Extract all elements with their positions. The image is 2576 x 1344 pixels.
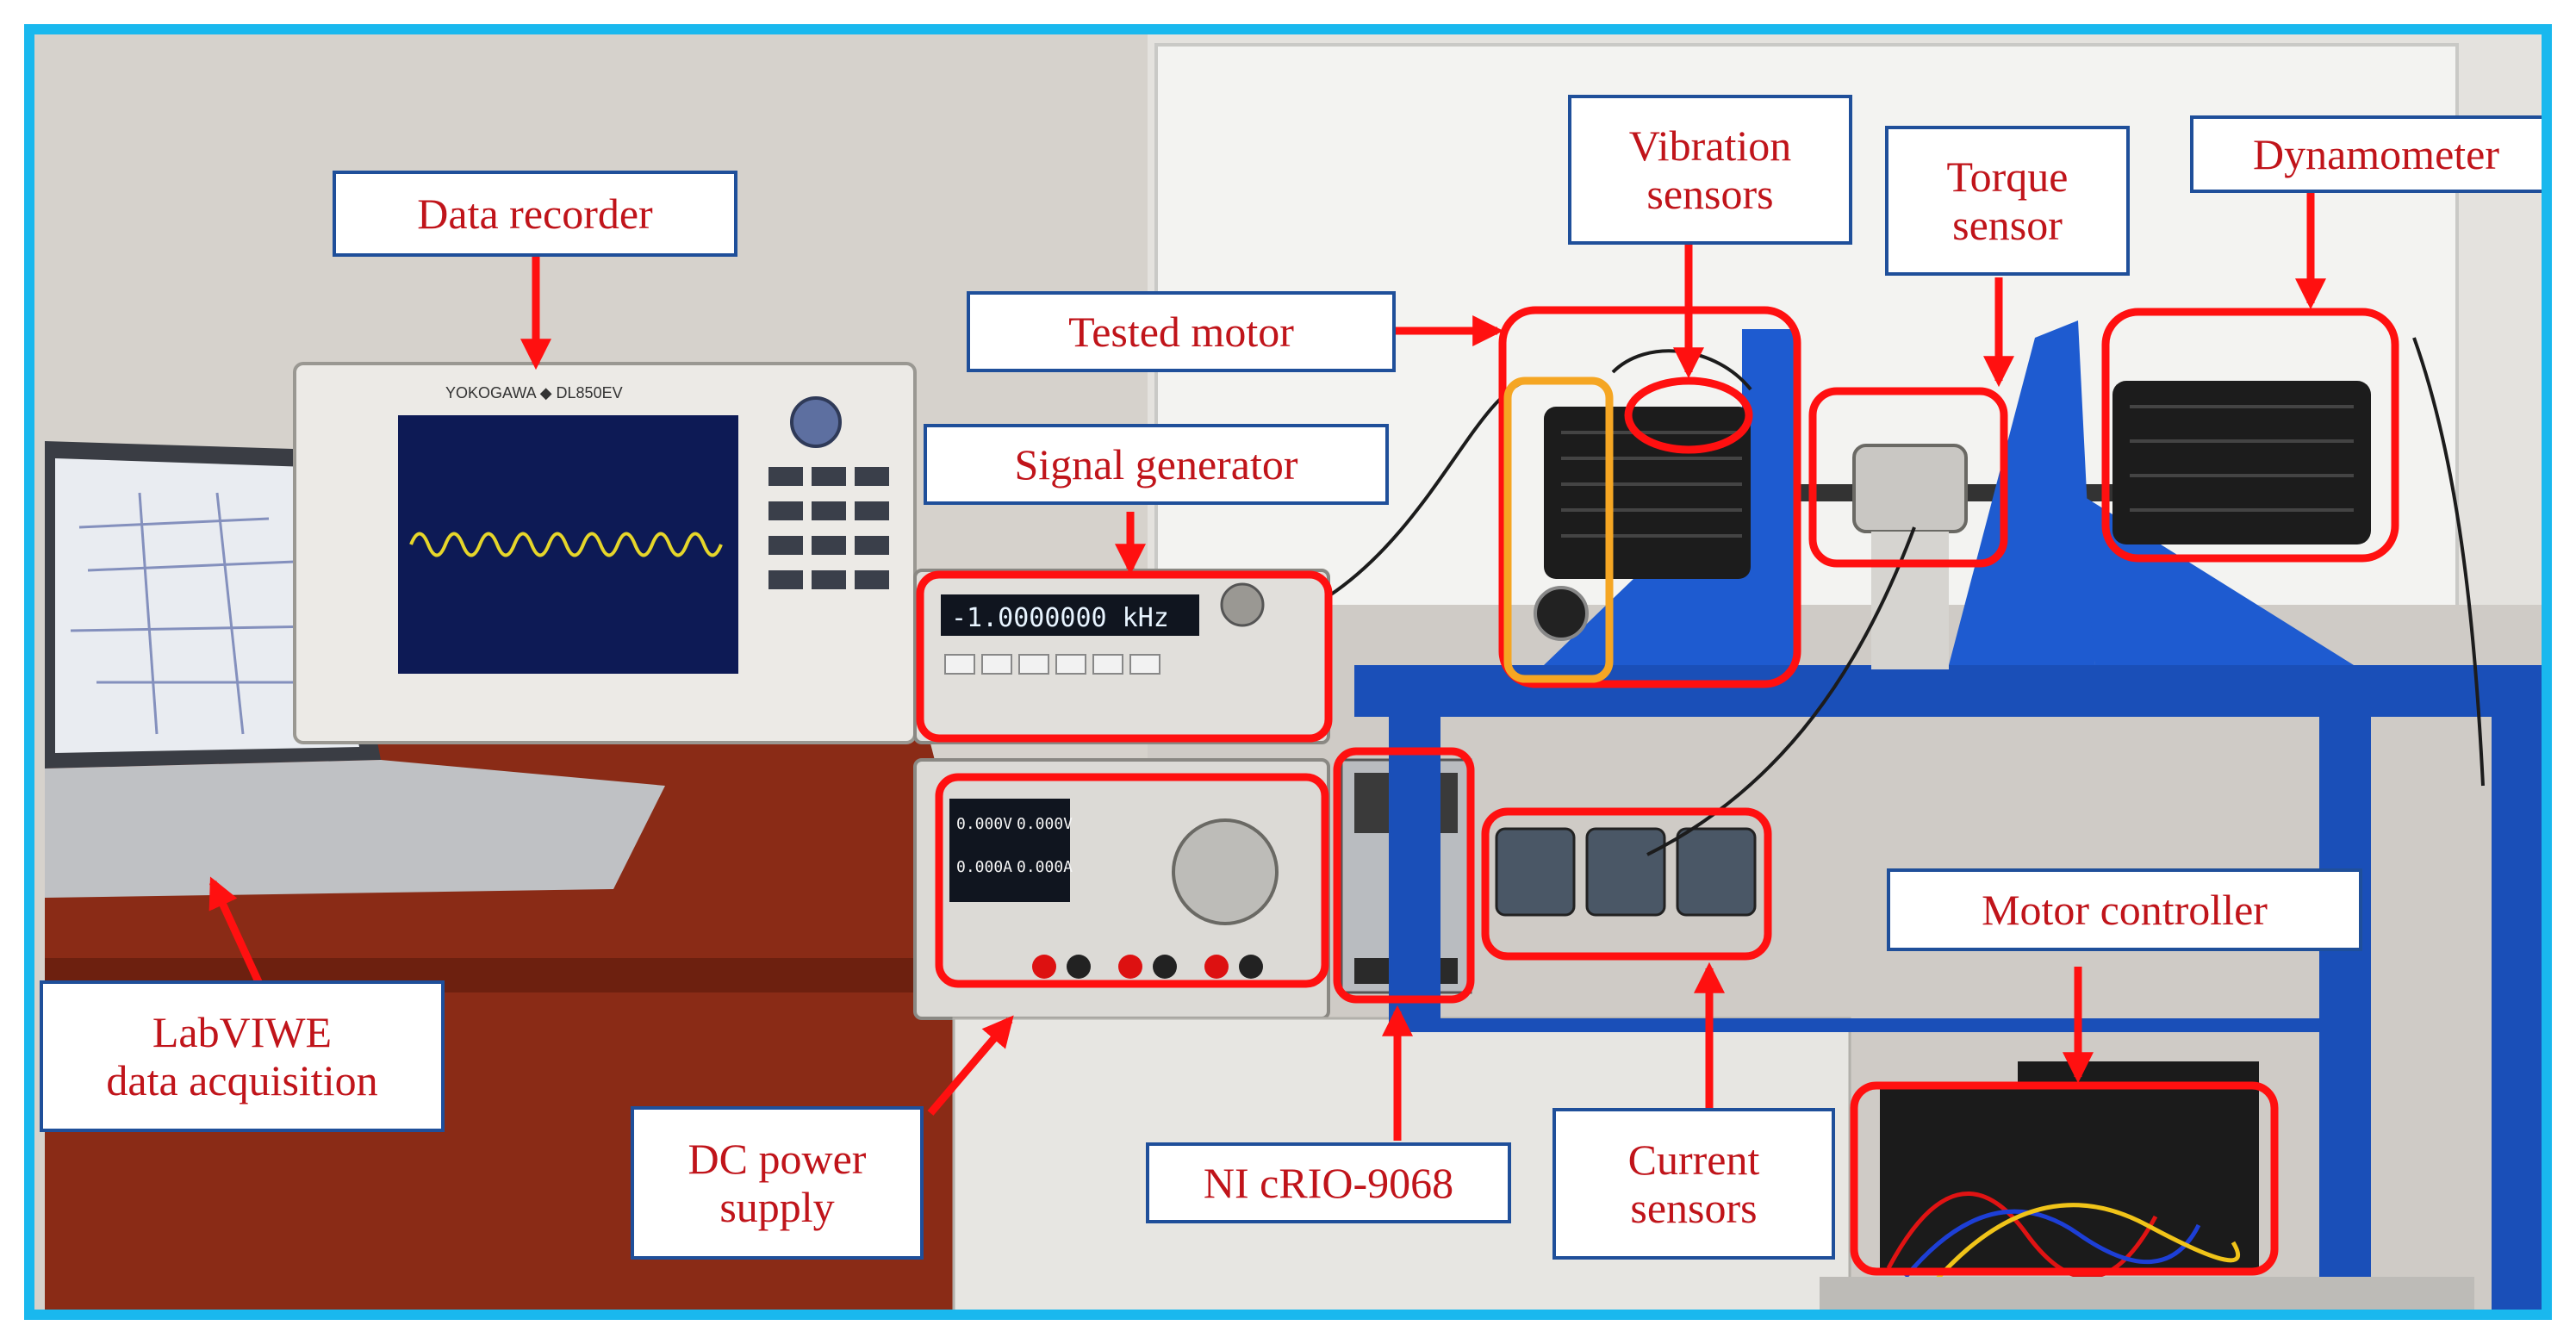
svg-text:0.000A: 0.000A <box>956 858 1012 876</box>
arrow-labview <box>208 876 264 987</box>
highlight-dc-power-supply <box>935 773 1329 988</box>
recorder-brand: YOKOGAWA ◆ DL850EV <box>445 384 623 401</box>
highlight-dynamometer <box>2101 308 2399 563</box>
highlight-vibration-sensors <box>1624 376 1753 454</box>
svg-text:0.000V: 0.000V <box>956 815 1012 833</box>
sg-display <box>941 594 1199 636</box>
recorder-screen <box>398 415 738 674</box>
svg-text:0.000V: 0.000V <box>1017 815 1073 833</box>
arrow-dc-power-supply <box>927 1015 1014 1116</box>
laptop-keyboard <box>45 760 665 898</box>
motor-controller-2 <box>2018 1061 2259 1268</box>
label-data-recorder: Data recorder <box>333 171 737 257</box>
highlight-ni-crio <box>1333 747 1475 1004</box>
label-dynamometer: Dynamometer <box>2190 115 2542 193</box>
current-sensors-shape <box>1495 827 1757 917</box>
recorder-waveform <box>409 532 723 557</box>
highlight-tested-motor <box>1498 306 1801 688</box>
laptop-screen <box>55 458 359 753</box>
label-motor-controller: Motor controller <box>1887 868 2362 951</box>
label-signal-generator: Signal generator <box>924 424 1389 505</box>
highlight-current-sensors <box>1481 807 1772 961</box>
highlight-torque-sensor <box>1808 387 2008 568</box>
highlight-vibration-sensor-mount <box>1503 376 1614 683</box>
sg-display-text: -1.0000000 kHz <box>951 603 1169 633</box>
psu-display <box>949 799 1070 902</box>
highlight-motor-controller <box>1850 1081 2279 1276</box>
label-tested-motor: Tested motor <box>967 291 1396 372</box>
photo-frame: YOKOGAWA ◆ DL850EV -1.0000000 kHz 0.000V… <box>24 24 2552 1320</box>
dynamometer-shape <box>2112 381 2371 544</box>
torque-sensor-shape <box>1852 444 1968 533</box>
dynamometer-mount <box>1949 320 2095 665</box>
svg-text:0.000A: 0.000A <box>1017 858 1073 876</box>
test-bench-top <box>1354 665 2542 717</box>
label-ni-crio: NI cRIO-9068 <box>1146 1142 1511 1223</box>
